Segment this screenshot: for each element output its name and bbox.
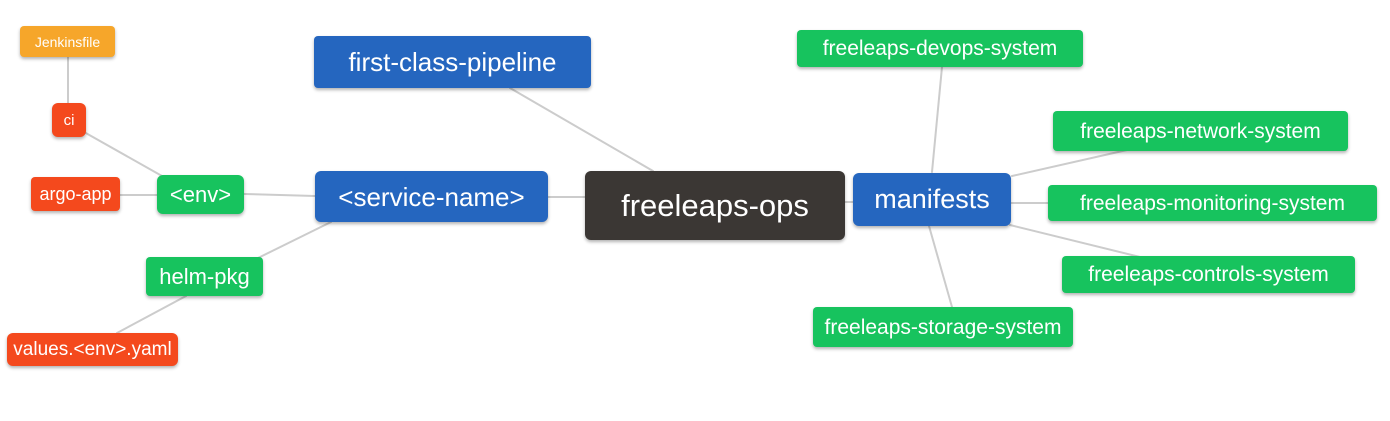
edge-env-service-name <box>243 193 316 197</box>
node-ci[interactable]: ci <box>52 103 86 137</box>
node-freeleaps-storage-system[interactable]: freeleaps-storage-system <box>813 307 1073 347</box>
edge-manifests-storage <box>928 225 953 308</box>
node-values-env-yaml[interactable]: values.<env>.yaml <box>7 333 178 366</box>
edge-pipeline-freeleaps-ops <box>509 87 654 172</box>
node-service-name[interactable]: <service-name> <box>315 171 548 222</box>
edge-manifests-controls <box>1009 224 1141 258</box>
node-freeleaps-network-system[interactable]: freeleaps-network-system <box>1053 111 1348 151</box>
node-manifests[interactable]: manifests <box>853 173 1011 226</box>
edge-ci-env <box>83 131 163 177</box>
node-freeleaps-ops[interactable]: freeleaps-ops <box>585 171 845 240</box>
edge-values-yaml-helm-pkg <box>116 295 187 334</box>
node-env[interactable]: <env> <box>157 175 244 214</box>
node-first-class-pipeline[interactable]: first-class-pipeline <box>314 36 591 88</box>
node-freeleaps-controls-system[interactable]: freeleaps-controls-system <box>1062 256 1355 293</box>
edge-manifests-devops <box>931 66 943 173</box>
edge-helm-pkg-service-name <box>257 221 332 259</box>
edge-manifests-network <box>1011 149 1128 177</box>
node-jenkinsfile[interactable]: Jenkinsfile <box>20 26 115 57</box>
node-helm-pkg[interactable]: helm-pkg <box>146 257 263 296</box>
node-argo-app[interactable]: argo-app <box>31 177 120 211</box>
node-freeleaps-devops-system[interactable]: freeleaps-devops-system <box>797 30 1083 67</box>
node-freeleaps-monitoring-system[interactable]: freeleaps-monitoring-system <box>1048 185 1377 221</box>
